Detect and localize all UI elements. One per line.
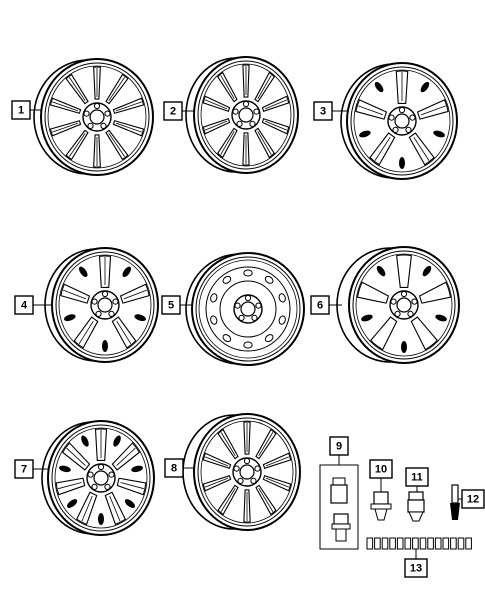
callout-label: 6: [317, 300, 323, 312]
callout-label: 3: [320, 106, 326, 118]
callout-box: [310, 295, 330, 315]
callout-label: 2: [170, 106, 176, 118]
callout-7: 7: [14, 459, 48, 479]
callout-label: 9: [336, 441, 342, 453]
callout-9: 9: [329, 436, 349, 465]
alloy-wheel-seven-spoke-icon: [41, 420, 155, 536]
alloy-wheel-five-spoke-icon: [336, 246, 460, 364]
callout-label: 12: [467, 494, 479, 506]
callout-2: 2: [163, 101, 194, 121]
callout-13: 13: [404, 549, 428, 578]
callout-box: [329, 436, 349, 456]
callout-box: [405, 467, 429, 487]
callout-box: [313, 101, 333, 121]
alloy-wheel-five-spoke-icon: [340, 62, 458, 180]
callout-box: [461, 489, 485, 509]
callout-label: 11: [411, 472, 423, 484]
lug-nut-acorn-icon: [407, 491, 425, 522]
small-parts-layer: [319, 464, 472, 550]
alloy-wheel-five-spoke-icon: [44, 247, 159, 363]
callout-box: [14, 295, 34, 315]
callout-label: 4: [21, 300, 28, 312]
wheel-weights-icon: [366, 537, 472, 550]
callout-12: 12: [458, 489, 485, 509]
callout-box: [163, 101, 183, 121]
callout-5: 5: [161, 295, 192, 315]
callout-10: 10: [369, 459, 393, 492]
callout-label: 5: [168, 300, 174, 312]
steel-wheel-icon: [185, 252, 305, 366]
lug-nut-icon: [370, 491, 392, 521]
callout-label: 7: [21, 464, 27, 476]
callout-box: [11, 100, 31, 120]
callout-box: [14, 459, 34, 479]
callout-label: 8: [171, 463, 177, 475]
callout-3: 3: [313, 101, 347, 121]
callout-1: 1: [11, 100, 42, 120]
callout-box: [164, 458, 184, 478]
callout-label: 13: [410, 563, 422, 575]
wheel-lock-kit-icon: [319, 464, 359, 550]
callout-box: [369, 459, 393, 479]
alloy-wheel-split-spoke-icon: [185, 56, 299, 174]
callout-11: 11: [405, 467, 429, 492]
wheels-layer: [33, 56, 460, 536]
callout-box: [161, 295, 181, 315]
callout-label: 1: [18, 105, 24, 117]
callout-6: 6: [310, 295, 342, 315]
valve-stem-icon: [450, 484, 460, 520]
callout-label: 10: [375, 464, 387, 476]
callout-box: [404, 558, 428, 578]
callout-4: 4: [14, 295, 52, 315]
alloy-wheel-split-spoke-icon: [33, 58, 154, 176]
alloy-wheel-split-spoke-icon: [182, 413, 301, 531]
callout-8: 8: [164, 458, 194, 478]
